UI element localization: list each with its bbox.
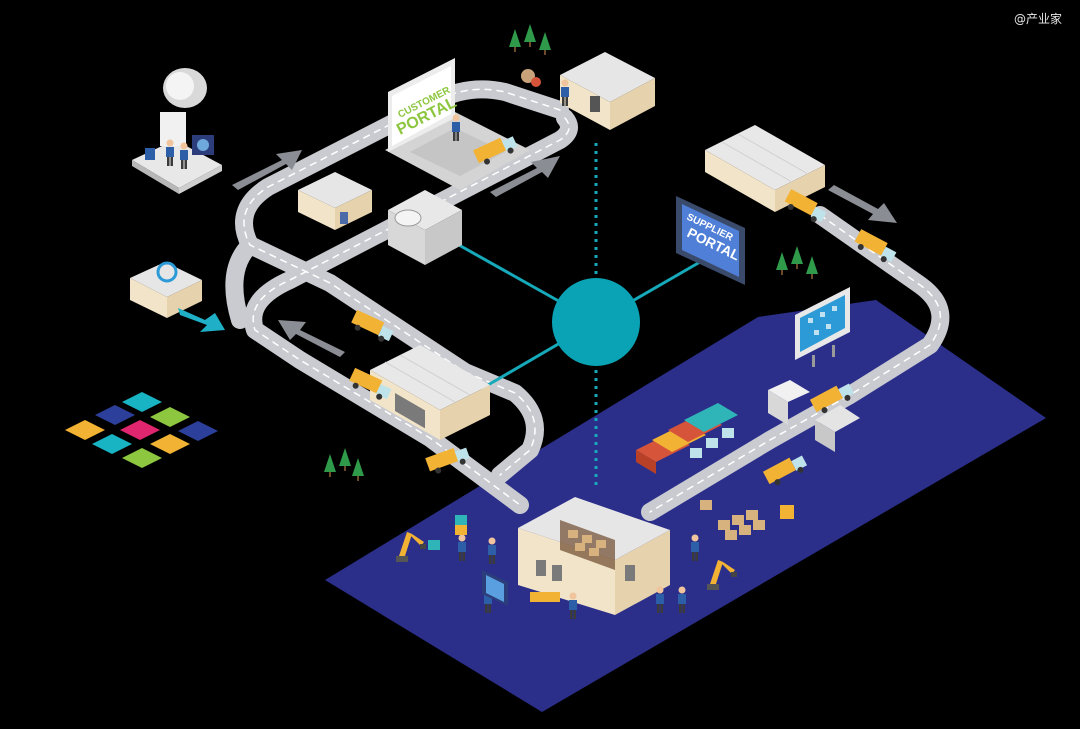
central-hub (552, 278, 640, 366)
farm-house (509, 24, 655, 130)
direction-arrows (232, 150, 897, 357)
main-warehouse (518, 497, 670, 615)
operations-platform (325, 300, 1046, 712)
dashboard-billboard (795, 287, 850, 367)
satellite-station (132, 68, 222, 194)
factory-workers (396, 500, 794, 619)
returns-house (130, 261, 225, 332)
security-gate (768, 380, 860, 452)
small-house (298, 172, 372, 230)
supplier-portal-tablet: SUPPLIER PORTAL (676, 196, 745, 285)
road-network (225, 80, 950, 521)
factory-building (388, 190, 462, 265)
customer-portal-laptop: CUSTOMER PORTAL (385, 58, 530, 190)
container-fleet (636, 403, 738, 474)
puzzle-pieces (65, 392, 218, 468)
watermark: @产业家 (1013, 12, 1062, 26)
